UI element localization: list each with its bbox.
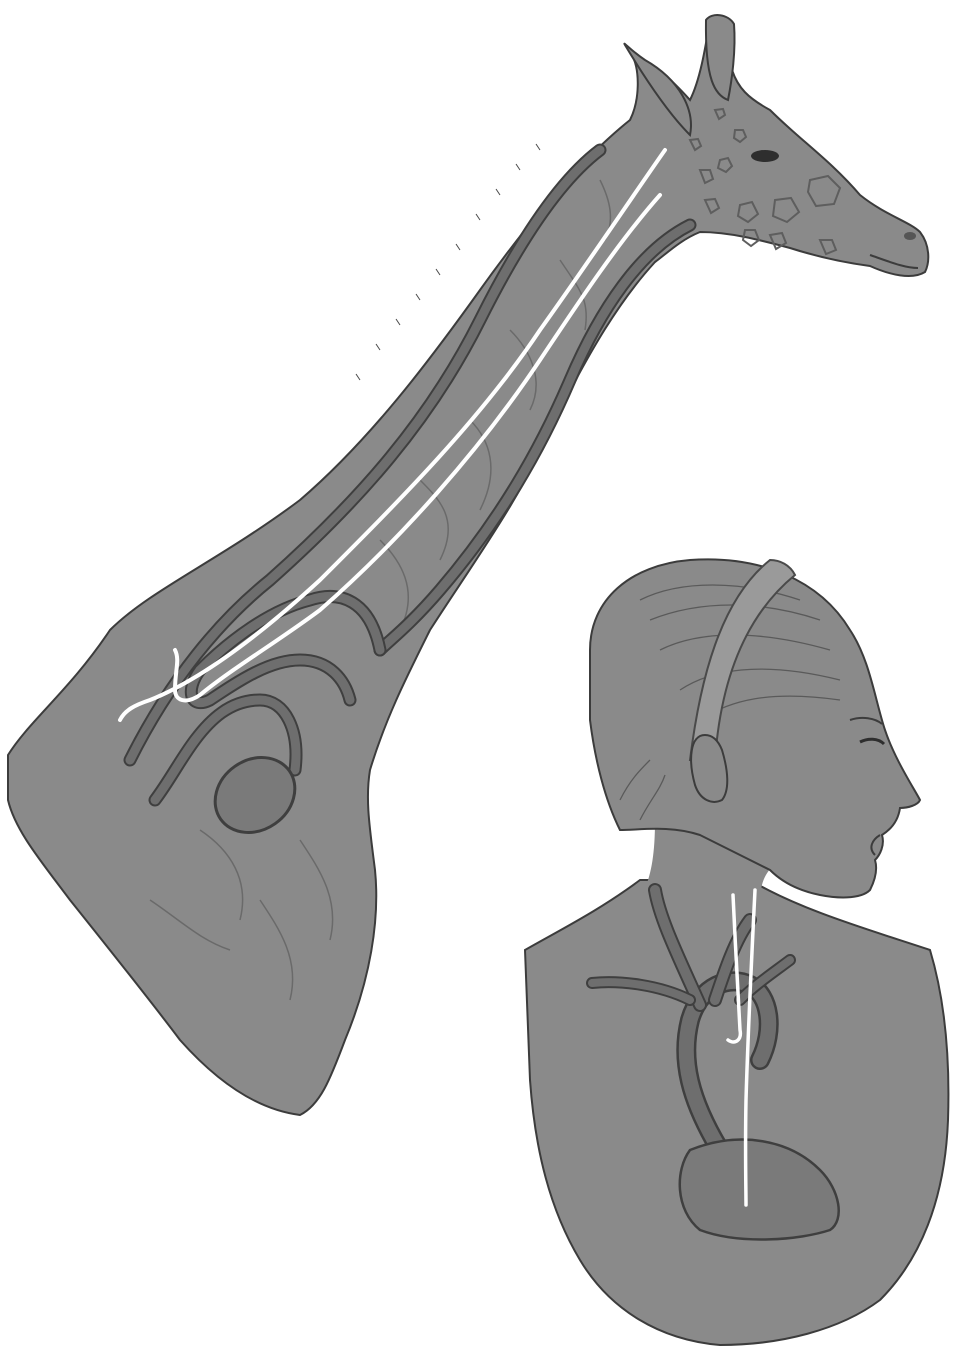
giraffe-nostril [904, 232, 916, 240]
giraffe-eye [751, 150, 779, 162]
human-illustration [525, 559, 948, 1345]
